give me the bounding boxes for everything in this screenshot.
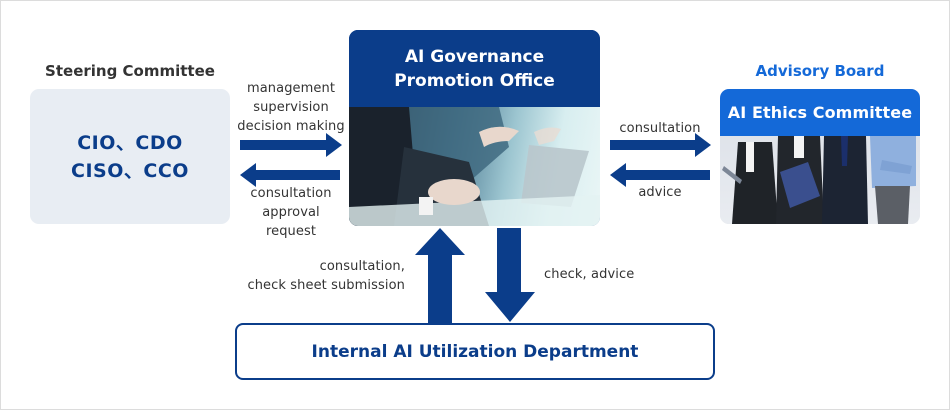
internal-ai-utilization-department-box: Internal AI Utilization Department — [235, 323, 715, 380]
office-to-dept-label: check, advice — [544, 267, 635, 282]
label-supervision: supervision — [253, 100, 329, 115]
advisory-to-office-label: advice — [638, 185, 682, 200]
arrow-left-advisory-to-office-icon — [610, 163, 710, 187]
steering-members-line-2: CISO、CCO — [71, 159, 189, 182]
business-meeting-photo — [349, 107, 600, 226]
steering-members-line-1: CIO、CDO — [77, 131, 183, 154]
label-decision-making: decision making — [237, 119, 345, 134]
ai-ethics-committee-card: AI Ethics Committee — [720, 89, 920, 224]
department-title: Internal AI Utilization Department — [311, 341, 639, 362]
committee-members-photo — [720, 136, 920, 224]
meeting-illustration-icon — [349, 107, 600, 226]
arrow-down-office-to-dept-icon — [485, 228, 535, 322]
ethics-committee-title: AI Ethics Committee — [720, 89, 920, 136]
steering-committee-box: CIO、CDO CISO、CCO — [30, 89, 230, 224]
advisory-board-heading: Advisory Board — [755, 62, 885, 80]
arrow-left-office-to-steering-icon — [240, 163, 340, 187]
steering-committee-heading: Steering Committee — [45, 62, 215, 80]
ai-governance-office-card: AI Governance Promotion Office — [349, 30, 600, 226]
label-consultation-comma: consultation, — [319, 259, 405, 274]
label-consultation: consultation — [250, 186, 332, 201]
people-illustration-icon — [722, 136, 916, 224]
dept-to-office-label: consultation, check sheet submission — [205, 257, 405, 295]
arrow-right-steering-to-office-icon — [240, 133, 342, 157]
label-approval: approval — [262, 205, 320, 220]
office-title: AI Governance Promotion Office — [349, 30, 600, 107]
arrow-up-dept-to-office-icon — [415, 228, 465, 325]
label-request: request — [265, 224, 317, 239]
label-check-sheet-submission: check sheet submission — [247, 278, 405, 293]
arrow-right-office-to-advisory-icon — [610, 133, 711, 157]
office-to-steering-label: consultation approval request — [236, 184, 346, 241]
steering-to-office-label: management supervision decision making — [236, 79, 346, 136]
office-title-line-2: Promotion Office — [394, 70, 555, 91]
office-title-line-1: AI Governance — [404, 46, 545, 67]
office-to-advisory-label: consultation — [619, 121, 701, 136]
label-management: management — [246, 81, 336, 96]
